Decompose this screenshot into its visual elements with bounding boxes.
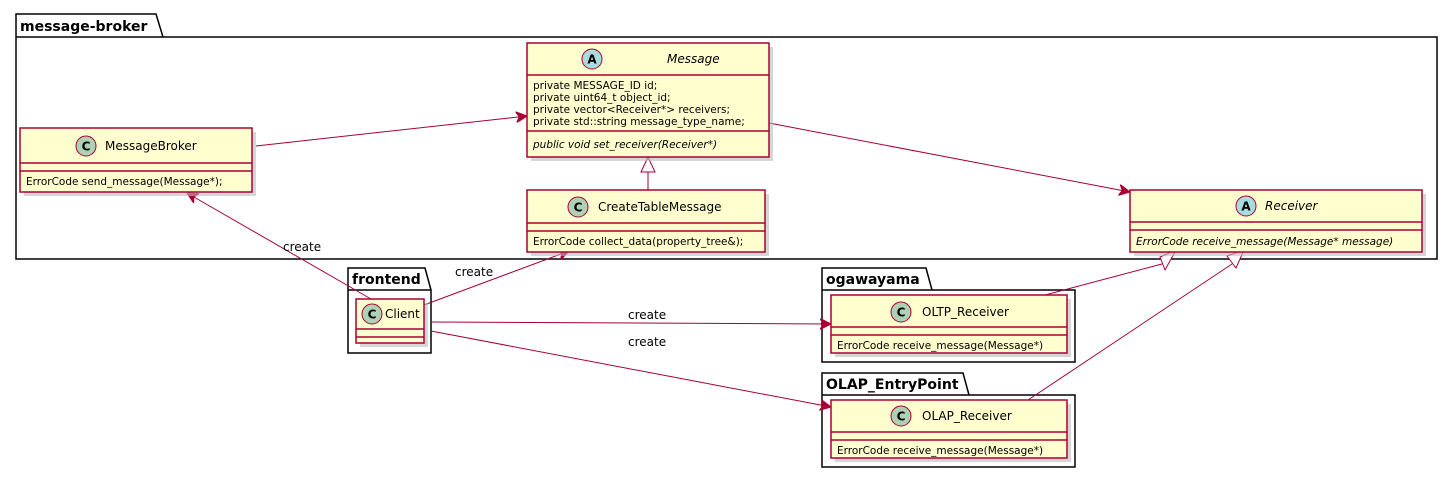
class-receiver: A Receiver ErrorCode receive_message(Mes…: [1129, 189, 1426, 256]
class-olap-receiver: C OLAP_Receiver ErrorCode receive_messag…: [830, 399, 1071, 462]
method-oltp-receiver-0: ErrorCode receive_message(Message*): [837, 340, 1043, 352]
stereotype-letter: C: [82, 140, 91, 154]
method-receiver-0: ErrorCode receive_message(Message* messa…: [1136, 236, 1393, 248]
stereotype-letter: C: [574, 201, 583, 215]
field-message-2: private vector<Receiver*> receivers;: [533, 104, 730, 116]
edge-client-to-oltp: [430, 322, 831, 324]
abstract-class-icon: [1235, 195, 1257, 217]
package-ogawayama: ogawayama: [821, 267, 1076, 363]
abstract-class-icon: [581, 48, 603, 70]
class-oltp-receiver: C OLTP_Receiver ErrorCode receive_messag…: [830, 294, 1071, 357]
class-icon: [361, 303, 383, 325]
method-olap-receiver-0: ErrorCode receive_message(Message*): [837, 445, 1043, 457]
package-label-olap-entrypoint: OLAP_EntryPoint: [826, 377, 959, 393]
class-messagebroker: C MessageBroker ErrorCode send_message(M…: [19, 127, 256, 196]
field-message-1: private uint64_t object_id;: [533, 92, 671, 104]
edges: create create create create: [187, 116, 1245, 407]
edge-oltp-extends-receiver: [1044, 263, 1163, 296]
class-createtablemessage: C CreateTableMessage ErrorCode collect_d…: [526, 189, 769, 256]
stereotype-letter: C: [897, 410, 906, 424]
class-name-olap-receiver: OLAP_Receiver: [922, 409, 1012, 423]
stereotype-letter: A: [1241, 200, 1251, 214]
edge-client-to-createtable: [423, 251, 569, 306]
stereotype-letter: C: [897, 306, 906, 320]
edge-client-to-olap: [430, 330, 831, 407]
edge-broker-to-message: [255, 116, 527, 147]
package-olap-entrypoint: OLAP_EntryPoint: [821, 372, 1076, 468]
class-name-client: Client: [385, 307, 420, 321]
class-icon: [890, 301, 912, 323]
package-label-ogawayama: ogawayama: [826, 272, 920, 288]
class-name-oltp-receiver: OLTP_Receiver: [922, 305, 1009, 319]
class-icon: [75, 135, 97, 157]
method-message-0: public void set_receiver(Receiver*): [532, 139, 717, 151]
class-icon: [567, 196, 589, 218]
class-name-receiver: Receiver: [1265, 199, 1319, 213]
inheritance-triangle-message: [640, 155, 656, 173]
class-name-message: Message: [667, 52, 720, 66]
edge-label-client-createtable: create: [455, 265, 493, 279]
class-name-createtablemessage: CreateTableMessage: [598, 200, 722, 214]
field-message-0: private MESSAGE_ID id;: [533, 80, 657, 92]
stereotype-letter: C: [368, 308, 377, 322]
edge-label-client-olap: create: [628, 335, 666, 349]
method-messagebroker-0: ErrorCode send_message(Message*);: [26, 176, 223, 188]
package-frontend: frontend: [347, 267, 432, 354]
package-label-frontend: frontend: [352, 272, 421, 288]
stereotype-letter: A: [587, 53, 597, 67]
class-icon: [890, 405, 912, 427]
class-client: C Client: [355, 298, 428, 347]
package-message-broker: message-broker: [15, 13, 1438, 260]
class-name-messagebroker: MessageBroker: [105, 139, 197, 153]
package-label-message-broker: message-broker: [20, 19, 147, 35]
method-createtablemessage-0: ErrorCode collect_data(property_tree&);: [533, 236, 743, 248]
edge-label-client-broker: create: [283, 240, 321, 254]
edge-message-to-receiver: [768, 122, 1130, 192]
edge-client-to-broker: [187, 193, 372, 300]
edge-olap-extends-receiver: [1027, 263, 1233, 401]
field-message-3: private std::string message_type_name;: [533, 116, 745, 128]
edge-label-client-oltp: create: [628, 308, 666, 322]
class-message: A Message private MESSAGE_ID id; private…: [526, 42, 773, 161]
